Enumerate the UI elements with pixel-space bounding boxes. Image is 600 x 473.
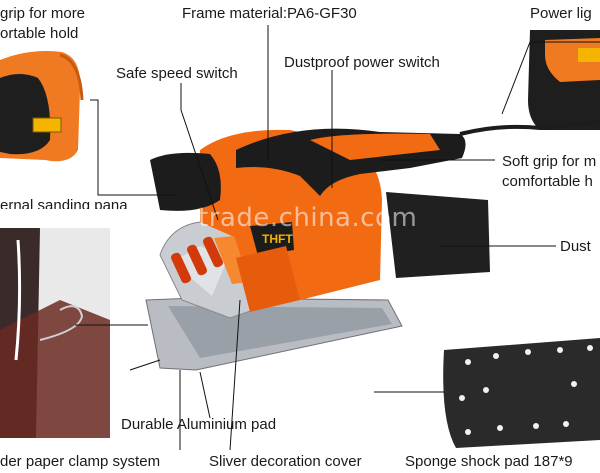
leader-lines <box>75 25 600 451</box>
brand-mark: THFT <box>262 232 293 246</box>
label-sponge-shock-pad: Sponge shock pad 187*9 <box>405 453 573 470</box>
grip-closeup-image <box>0 51 84 162</box>
label-durable-aluminium-pad: Durable Aluminium pad <box>121 416 277 433</box>
label-sanding-partial: ernal sanding pana <box>0 197 128 214</box>
paper-clamp-closeup-image <box>0 228 110 438</box>
label-paper-clamp-system: der paper clamp system <box>0 453 161 470</box>
power-light-closeup-image <box>528 30 600 130</box>
label-power-light: Power lig <box>530 5 592 22</box>
label-safe-speed-switch: Safe speed switch <box>116 65 238 82</box>
label-soft-grip-1: Soft grip for m <box>502 153 597 170</box>
label-grip-more: grip for more <box>0 5 86 22</box>
label-frame-material: Frame material:PA6-GF30 <box>182 5 357 22</box>
label-grip-hold: ortable hold <box>0 25 79 42</box>
label-soft-grip-2: comfortable h <box>502 173 593 190</box>
sander-image <box>145 120 600 371</box>
watermark: trade.china.com <box>198 203 418 233</box>
label-dustproof-power-switch: Dustproof power switch <box>284 54 440 71</box>
label-dust: Dust <box>560 238 591 255</box>
sponge-pad-image <box>443 338 600 448</box>
label-sliver-decoration-cover: Sliver decoration cover <box>209 453 362 470</box>
